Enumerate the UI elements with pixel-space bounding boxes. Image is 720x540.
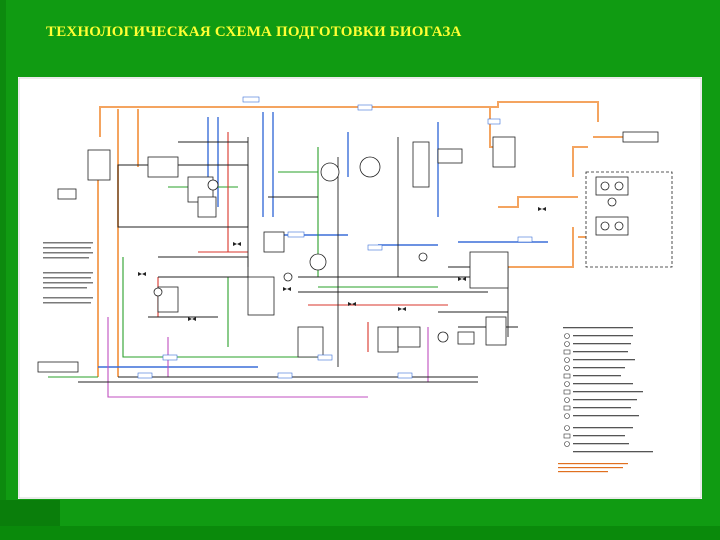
legend-lines (563, 327, 653, 453)
slide-title: ТЕХНОЛОГИЧЕСКАЯ СХЕМА ПОДГОТОВКИ БИОГАЗА (46, 24, 462, 40)
legend-note (558, 463, 628, 473)
legend (558, 327, 653, 473)
drawing-frame (18, 77, 702, 499)
orange-pipelines (97, 101, 623, 377)
process-flow-diagram (18, 77, 702, 499)
diagram-canvas (18, 77, 702, 499)
equipment-blocks (37, 131, 659, 373)
compressor-unit (585, 171, 673, 268)
legend-symbols (563, 333, 571, 447)
valves (138, 207, 546, 321)
left-note-lines (43, 242, 93, 304)
pipe-tags (137, 96, 533, 379)
left-stripe (0, 0, 6, 540)
bottom-stripe (0, 526, 720, 540)
